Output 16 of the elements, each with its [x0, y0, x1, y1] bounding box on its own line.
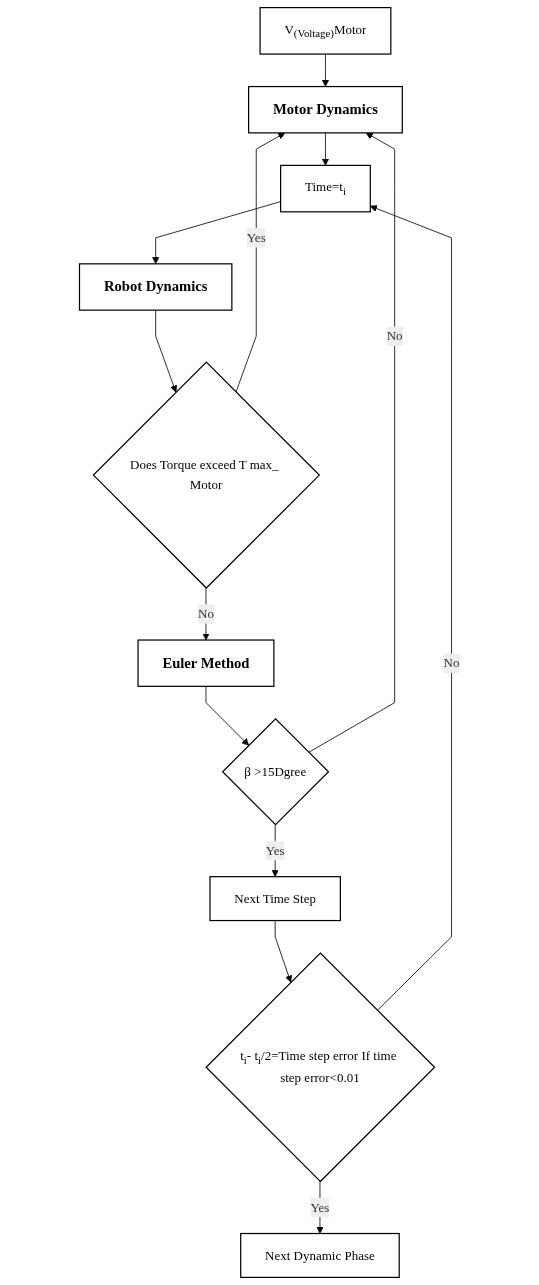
- edge-label: No: [386, 328, 403, 343]
- node-box: Time=t$_{i}$: [280, 164, 371, 213]
- node-box: Robot Dynamics: [78, 263, 233, 311]
- node-diamond: t$_{i}$- t$_{i}$/2=Time step error If time step error<0.01: [205, 952, 436, 1183]
- node-box: Motor Dynamics: [248, 85, 403, 134]
- node-box: Next Dynamic Phase: [240, 1232, 400, 1278]
- edge-label: Yes: [246, 230, 266, 245]
- edge-label: No: [198, 606, 214, 621]
- node-diamond: Does Torque exceed T max_ Motor: [92, 361, 321, 589]
- node-box: Next Time Step: [209, 876, 341, 922]
- edge-label: No: [443, 655, 460, 670]
- node-diamond: β >15Dgree: [221, 718, 330, 826]
- node-box: V$_{(Voltage)}$Motor: [259, 7, 392, 55]
- edge-label: Yes: [265, 843, 285, 858]
- edge-label: Yes: [310, 1200, 330, 1215]
- node-box: Euler Method: [137, 639, 275, 687]
